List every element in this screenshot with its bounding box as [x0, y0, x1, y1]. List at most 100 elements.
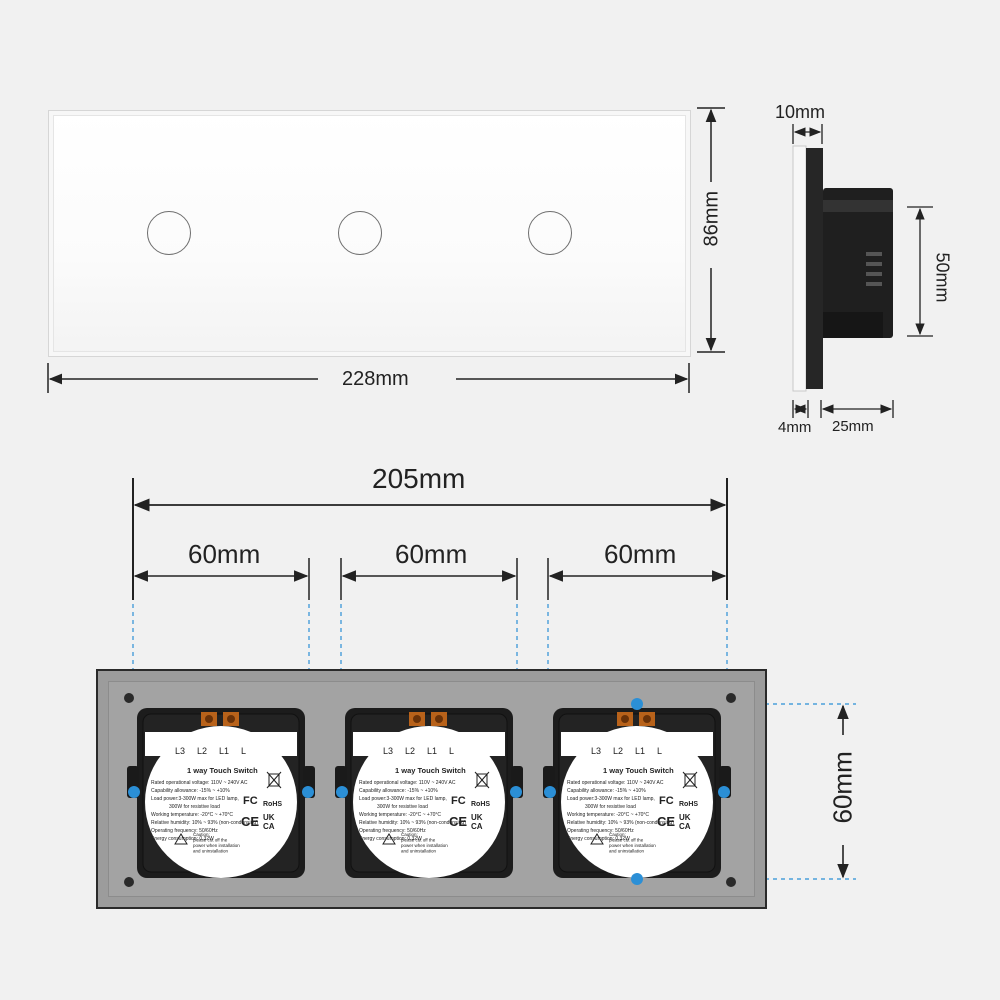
- caution-line: and uninstallation: [609, 849, 645, 854]
- front-width-label: 228mm: [342, 368, 409, 390]
- ce-mark: CE: [449, 814, 467, 829]
- spec-line: Energy consumption: 0.32W: [359, 836, 422, 842]
- ukca-mark: CA: [679, 822, 691, 831]
- terminal-label: L2: [405, 746, 415, 756]
- spec-line: Capability allowance: -15% ~ +10%: [359, 788, 438, 794]
- spec-line: 300W for resistive load: [169, 804, 220, 810]
- spec-line: Rated operational voltage: 110V ~ 240V A…: [567, 780, 664, 786]
- back-total-label: 205mm: [372, 463, 466, 494]
- recycle-bin-icon: [476, 773, 488, 787]
- module-label: [561, 726, 713, 878]
- front-glass-panel: [48, 110, 691, 357]
- caution-line: Caution:: [193, 832, 210, 837]
- back-pitch-label-3: 60mm: [604, 539, 677, 569]
- warning-icon: [174, 833, 188, 845]
- fc-mark: FC: [243, 795, 258, 807]
- clip-marker: [510, 786, 522, 798]
- spec-line: Working temperature: -20°C ~ +70°C: [567, 812, 649, 818]
- ukca-mark: CA: [471, 822, 483, 831]
- spec-line: Relative humidity: 10% ~ 93% (non-conden…: [151, 820, 258, 826]
- ukca-mark: UK: [679, 813, 691, 822]
- ce-mark: CE: [657, 814, 675, 829]
- terminal-label: L: [449, 746, 454, 756]
- caution-line: and uninstallation: [401, 849, 437, 854]
- rohs-mark: RoHS: [471, 801, 490, 808]
- spec-line: Relative humidity: 10% ~ 93% (non-conden…: [359, 820, 466, 826]
- terminal-label: L: [241, 746, 246, 756]
- touch-button-1[interactable]: [147, 211, 191, 255]
- side-frame-label: 4mm: [778, 419, 812, 436]
- spec-line: Capability allowance: -15% ~ +10%: [567, 788, 646, 794]
- caution-line: power when installation: [401, 843, 448, 848]
- recycle-bin-icon: [268, 773, 280, 787]
- spec-line: 300W for resistive load: [377, 804, 428, 810]
- caution-line: and uninstallation: [193, 849, 229, 854]
- spec-line: Load power:3-300W max for LED lamp,: [359, 796, 447, 802]
- terminal-label: L3: [383, 746, 393, 756]
- terminal-label: L1: [635, 746, 645, 756]
- module-label: [353, 726, 505, 878]
- clip-marker: [544, 786, 556, 798]
- rohs-mark: RoHS: [263, 801, 282, 808]
- front-height-label: 86mm: [700, 190, 723, 247]
- rohs-mark: RoHS: [679, 801, 698, 808]
- module-title: 1 way Touch Switch: [395, 766, 466, 775]
- screw-hole: [726, 877, 736, 887]
- caution-line: Caution:: [401, 832, 418, 837]
- side-body-label: 25mm: [832, 418, 874, 435]
- terminal-label: L2: [613, 746, 623, 756]
- spec-line: Load power:3-300W max for LED lamp,: [151, 796, 239, 802]
- clip-marker-bottom: [631, 873, 643, 885]
- terminal-label: L1: [427, 746, 437, 756]
- side-glass-label: 10mm: [775, 102, 826, 122]
- ukca-mark: CA: [263, 822, 275, 831]
- spec-line: Working temperature: -20°C ~ +70°C: [151, 812, 233, 818]
- ukca-mark: UK: [263, 813, 275, 822]
- spec-line: Energy consumption: 0.32W: [151, 836, 214, 842]
- spec-line: Operating frequency: 50/60Hz: [567, 828, 634, 834]
- spec-line: Relative humidity: 10% ~ 93% (non-conden…: [567, 820, 674, 826]
- fc-mark: FC: [659, 795, 674, 807]
- clip-marker: [718, 786, 730, 798]
- terminal-label: L3: [591, 746, 601, 756]
- back-height-label: 60mm: [827, 751, 858, 824]
- back-pitch-label-1: 60mm: [188, 539, 261, 569]
- caution-line: please cut off the: [401, 838, 436, 843]
- clip-marker: [302, 786, 314, 798]
- clip-marker-top: [631, 698, 643, 710]
- spec-line: Rated operational voltage: 110V ~ 240V A…: [359, 780, 456, 786]
- caution-line: please cut off the: [193, 838, 228, 843]
- spec-line: Capability allowance: -15% ~ +10%: [151, 788, 230, 794]
- touch-button-3[interactable]: [528, 211, 572, 255]
- spec-line: Operating frequency: 50/60Hz: [151, 828, 218, 834]
- caution-line: power when installation: [609, 843, 656, 848]
- warning-icon: [590, 833, 604, 845]
- terminal-label: L3: [175, 746, 185, 756]
- touch-button-2[interactable]: [338, 211, 382, 255]
- caution-line: Caution:: [609, 832, 626, 837]
- screw-hole: [726, 693, 736, 703]
- caution-line: power when installation: [193, 843, 240, 848]
- spec-line: 300W for resistive load: [585, 804, 636, 810]
- spec-line: Load power:3-300W max for LED lamp,: [567, 796, 655, 802]
- module-label: [145, 726, 297, 878]
- terminal-label: L: [657, 746, 662, 756]
- screw-hole: [124, 693, 134, 703]
- recycle-bin-icon: [684, 773, 696, 787]
- screw-hole: [124, 877, 134, 887]
- spec-line: Operating frequency: 50/60Hz: [359, 828, 426, 834]
- back-pitch-label-2: 60mm: [395, 539, 468, 569]
- module-title: 1 way Touch Switch: [603, 766, 674, 775]
- module-title: 1 way Touch Switch: [187, 766, 258, 775]
- fc-mark: FC: [451, 795, 466, 807]
- spec-line: Working temperature: -20°C ~ +70°C: [359, 812, 441, 818]
- spec-line: Energy consumption: 0.32W: [567, 836, 630, 842]
- clip-marker: [336, 786, 348, 798]
- ukca-mark: UK: [471, 813, 483, 822]
